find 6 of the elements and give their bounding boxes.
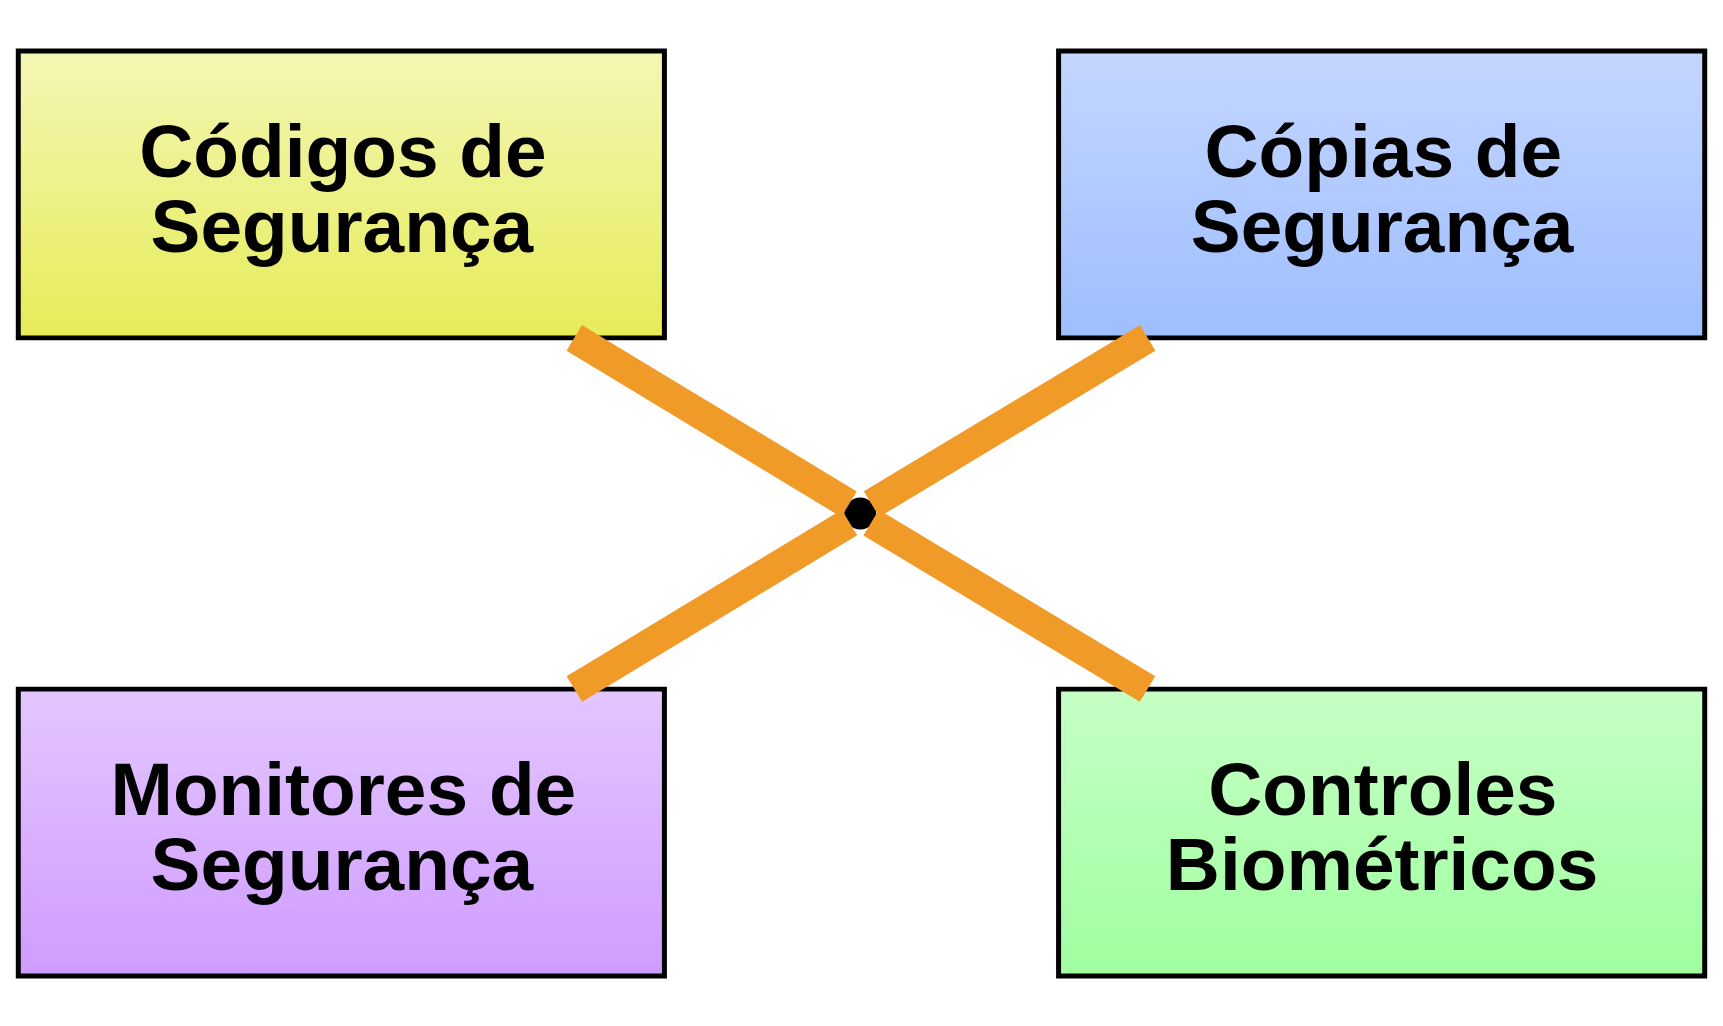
node-point [844,497,877,529]
node-box: Controles Biométricos [1056,686,1708,978]
connector [566,509,858,702]
node-box: Códigos de Segurança [15,48,667,340]
node-box: Cópias de Segurança [1056,48,1708,340]
node-box: Monitores de Segurança [15,686,667,978]
